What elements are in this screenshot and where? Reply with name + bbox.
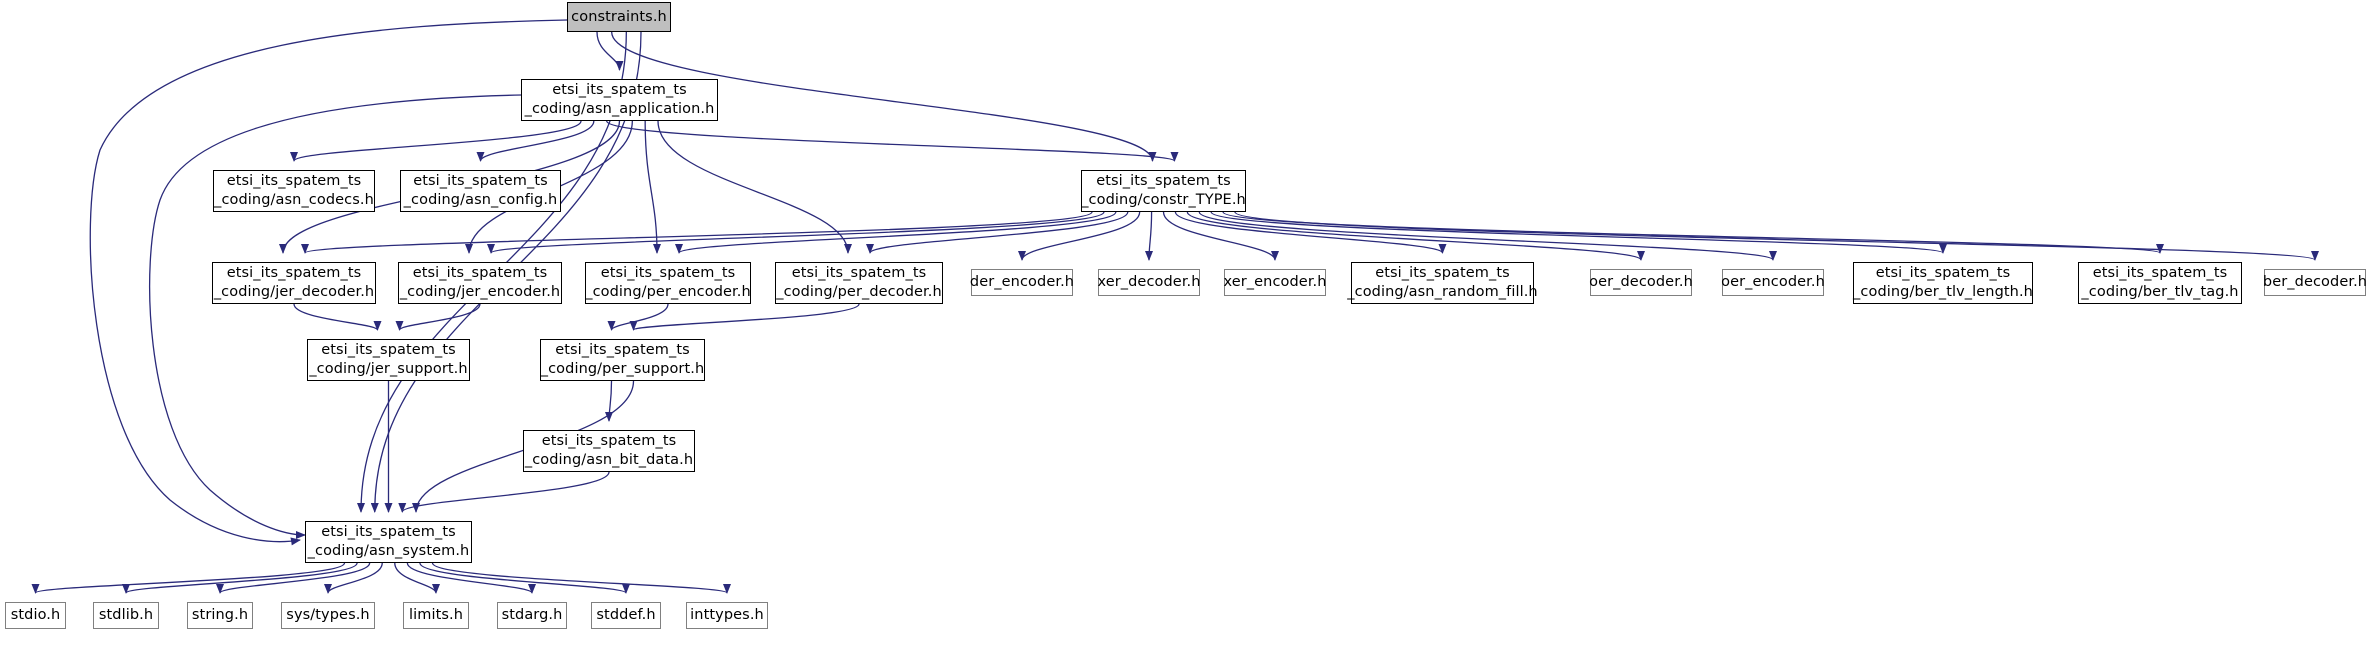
edge-asn_application-to-asn_codecs — [290, 120, 582, 162]
graph-node-label: etsi_its_spatem_ts _coding/asn_random_fi… — [1347, 265, 1538, 300]
edge-asn_application-to-per_decoder — [657, 120, 852, 254]
graph-node-oer_encoder[interactable]: oer_encoder.h — [1721, 269, 1825, 296]
edge-asn_application-to-per_encoder — [644, 120, 661, 254]
graph-node-label: etsi_its_spatem_ts _coding/asn_applicati… — [524, 82, 715, 117]
graph-node-label: sys/types.h — [286, 607, 370, 624]
edge-constr_TYPE-to-oer_decoder — [1186, 211, 1645, 261]
edge-constr_TYPE-to-per_decoder — [866, 211, 1129, 254]
graph-node-ber_tlv_length[interactable]: etsi_its_spatem_ts _coding/ber_tlv_lengt… — [1853, 262, 2033, 304]
long-curved-edge-1 — [148, 94, 522, 539]
graph-node-label: oer_decoder.h — [1589, 274, 1693, 291]
graph-node-label: xer_encoder.h — [1223, 274, 1327, 291]
edge-constr_TYPE-to-jer_encoder — [487, 211, 1105, 254]
edge-per_encoder-to-per_support — [607, 303, 669, 331]
graph-node-label: etsi_its_spatem_ts _coding/asn_system.h — [307, 524, 470, 559]
edge-constr_TYPE-to-ber_tlv_length — [1210, 211, 1947, 254]
graph-node-label: stdarg.h — [501, 607, 563, 624]
edge-jer_encoder-to-jer_support — [395, 303, 481, 331]
graph-node-label: oer_encoder.h — [1721, 274, 1825, 291]
graph-node-oer_decoder[interactable]: oer_decoder.h — [1589, 269, 1693, 296]
edge-constr_TYPE-to-xer_decoder — [1145, 211, 1154, 261]
graph-node-per_decoder[interactable]: etsi_its_spatem_ts _coding/per_decoder.h — [775, 262, 943, 304]
graph-node-stdlib[interactable]: stdlib.h — [93, 602, 159, 629]
graph-node-label: der_encoder.h — [969, 274, 1075, 291]
graph-node-label: etsi_its_spatem_ts _coding/ber_tlv_tag.h — [2081, 265, 2239, 300]
graph-node-per_encoder[interactable]: etsi_its_spatem_ts _coding/per_encoder.h — [585, 262, 751, 304]
edge-asn_system-to-stdlib — [122, 562, 358, 594]
edge-asn_system-to-stdarg — [406, 562, 536, 594]
edge-asn_application-to-asn_config — [476, 120, 595, 162]
graph-node-stdarg[interactable]: stdarg.h — [497, 602, 567, 629]
graph-node-asn_bit_data[interactable]: etsi_its_spatem_ts _coding/asn_bit_data.… — [523, 430, 695, 472]
graph-node-label: limits.h — [408, 607, 464, 624]
graph-node-label: etsi_its_spatem_ts _coding/per_encoder.h — [585, 265, 751, 300]
graph-node-asn_application[interactable]: etsi_its_spatem_ts _coding/asn_applicati… — [521, 79, 718, 121]
graph-node-jer_encoder[interactable]: etsi_its_spatem_ts _coding/jer_encoder.h — [398, 262, 562, 304]
graph-node-ber_decoder[interactable]: ber_decoder.h — [2263, 269, 2367, 296]
graph-node-label: ber_decoder.h — [2262, 274, 2368, 291]
graph-node-label: etsi_its_spatem_ts _coding/jer_encoder.h — [399, 265, 561, 300]
graph-node-label: etsi_its_spatem_ts _coding/ber_tlv_lengt… — [1853, 265, 2033, 300]
edge-asn_system-to-limits — [394, 562, 440, 594]
graph-node-constr_TYPE[interactable]: etsi_its_spatem_ts _coding/constr_TYPE.h — [1081, 170, 1246, 212]
edge-asn_system-to-stddef — [419, 562, 630, 594]
graph-node-label: xer_decoder.h — [1097, 274, 1201, 291]
graph-node-label: etsi_its_spatem_ts _coding/jer_support.h — [309, 342, 468, 377]
graph-node-label: stdlib.h — [98, 607, 154, 624]
edge-jer_decoder-to-jer_support — [293, 303, 382, 331]
edge-lines — [31, 19, 2319, 594]
edge-constr_TYPE-to-ber_tlv_tag — [1222, 211, 2164, 254]
edge-constr_TYPE-to-oer_encoder — [1198, 211, 1777, 261]
graph-node-label: etsi_its_spatem_ts _coding/constr_TYPE.h — [1081, 173, 1246, 208]
graph-node-systypes[interactable]: sys/types.h — [281, 602, 375, 629]
edge-constraints-to-asn_application — [596, 31, 624, 71]
graph-node-asn_config[interactable]: etsi_its_spatem_ts _coding/asn_config.h — [400, 170, 561, 212]
graph-node-limits[interactable]: limits.h — [403, 602, 469, 629]
graph-node-ber_tlv_tag[interactable]: etsi_its_spatem_ts _coding/ber_tlv_tag.h — [2078, 262, 2242, 304]
graph-node-label: constraints.h — [571, 8, 667, 25]
graph-node-der_encoder[interactable]: der_encoder.h — [970, 269, 1074, 296]
graph-node-xer_encoder[interactable]: xer_encoder.h — [1223, 269, 1326, 296]
edge-constr_TYPE-to-xer_encoder — [1162, 211, 1279, 261]
graph-node-string[interactable]: string.h — [187, 602, 253, 629]
graph-node-jer_support[interactable]: etsi_its_spatem_ts _coding/jer_support.h — [307, 339, 470, 381]
graph-node-asn_system[interactable]: etsi_its_spatem_ts _coding/asn_system.h — [305, 521, 472, 563]
graph-node-label: stdio.h — [10, 607, 61, 624]
graph-node-asn_random_fill[interactable]: etsi_its_spatem_ts _coding/asn_random_fi… — [1347, 262, 1538, 304]
edge-asn_system-to-stdio — [31, 562, 346, 594]
edge-constr_TYPE-to-der_encoder — [1018, 211, 1141, 261]
graph-node-xer_decoder[interactable]: xer_decoder.h — [1097, 269, 1200, 296]
graph-node-inttypes[interactable]: inttypes.h — [686, 602, 768, 629]
graph-node-label: stddef.h — [596, 607, 656, 624]
graph-node-label: etsi_its_spatem_ts _coding/asn_codecs.h — [214, 173, 374, 208]
graph-node-stdio[interactable]: stdio.h — [5, 602, 66, 629]
graph-node-label: etsi_its_spatem_ts _coding/per_decoder.h — [776, 265, 942, 300]
graph-node-label: inttypes.h — [690, 607, 764, 624]
graph-node-label: etsi_its_spatem_ts _coding/asn_config.h — [403, 173, 558, 208]
edge-constr_TYPE-to-asn_random_fill — [1174, 211, 1447, 254]
graph-node-constraints[interactable]: constraints.h — [567, 2, 671, 32]
edge-asn_system-to-systypes — [324, 562, 383, 594]
graph-node-label: etsi_its_spatem_ts _coding/jer_decoder.h — [213, 265, 375, 300]
graph-node-label: etsi_its_spatem_ts _coding/per_support.h — [540, 342, 705, 377]
graph-node-asn_codecs[interactable]: etsi_its_spatem_ts _coding/asn_codecs.h — [213, 170, 375, 212]
graph-node-jer_decoder[interactable]: etsi_its_spatem_ts _coding/jer_decoder.h — [212, 262, 376, 304]
edge-constr_TYPE-to-ber_decoder — [1234, 211, 2319, 261]
graph-node-label: string.h — [191, 607, 249, 624]
edge-asn_bit_data-to-asn_system — [398, 471, 610, 513]
edge-asn_application-to-constr_TYPE — [606, 120, 1179, 162]
edge-constr_TYPE-to-per_encoder — [675, 211, 1117, 254]
edge-constr_TYPE-to-jer_decoder — [301, 211, 1093, 254]
edge-asn_system-to-string — [216, 562, 371, 594]
edge-per_support-to-asn_bit_data — [605, 380, 614, 422]
graph-node-stddef[interactable]: stddef.h — [591, 602, 661, 629]
graph-node-label: etsi_its_spatem_ts _coding/asn_bit_data.… — [524, 433, 694, 468]
graph-node-per_support[interactable]: etsi_its_spatem_ts _coding/per_support.h — [540, 339, 705, 381]
edge-per_decoder-to-per_support — [629, 303, 860, 331]
edge-asn_system-to-inttypes — [431, 562, 731, 594]
